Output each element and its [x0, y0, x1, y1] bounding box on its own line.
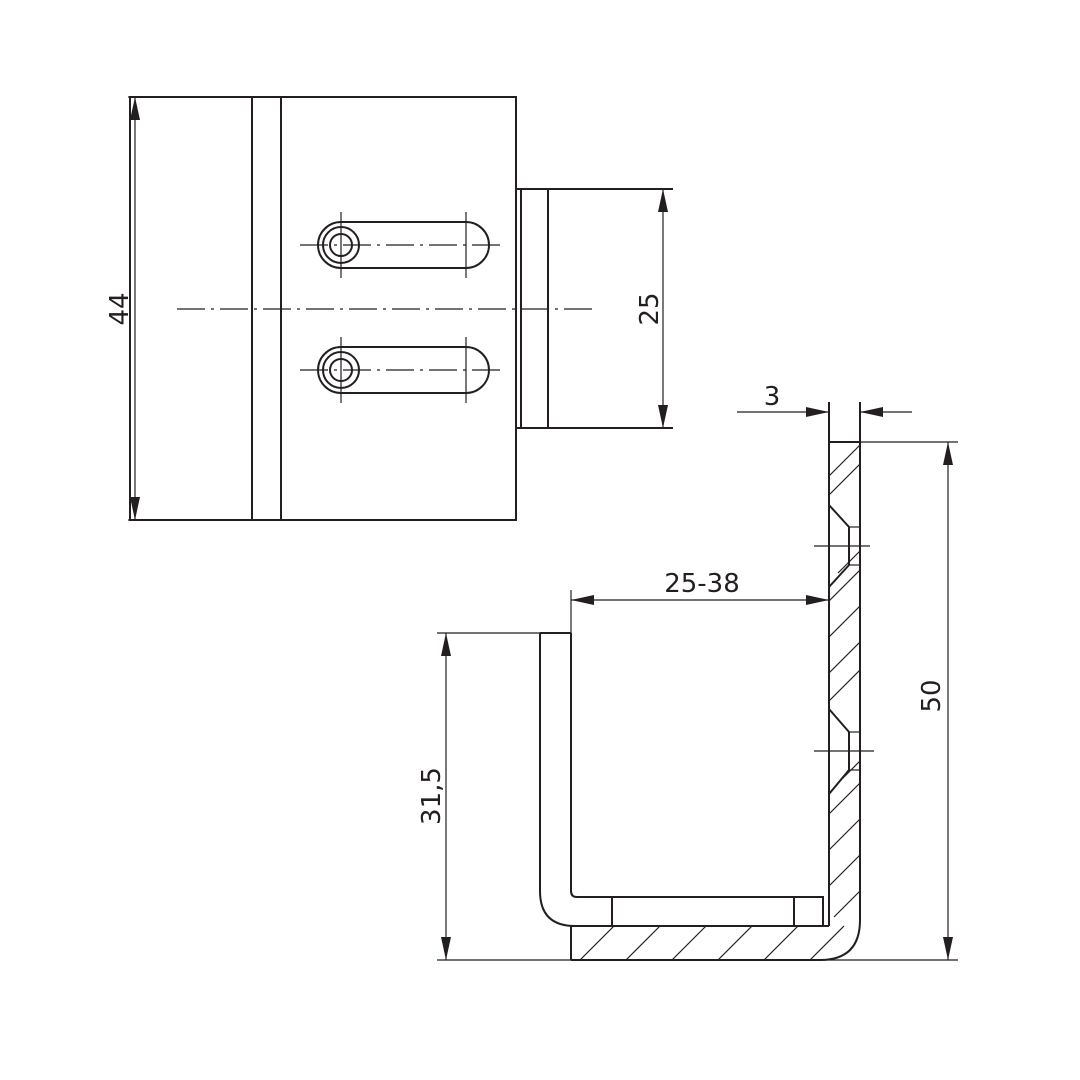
dim-25-38-label: 25-38: [664, 569, 740, 599]
j-clamp-outline: [539, 633, 824, 927]
front-plate-outline: [129, 96, 517, 521]
dim-50-arrow-top: [943, 442, 953, 465]
lower-slot: [300, 337, 500, 403]
dim-height-side: 50: [820, 441, 958, 961]
dim-44-label: 44: [105, 292, 135, 325]
dim-44-arrow-top: [130, 97, 140, 120]
dim-3-arrow-left: [806, 407, 829, 417]
dim-31-5-label: 31,5: [417, 767, 447, 825]
dim-50-label: 50: [917, 679, 947, 712]
dim-25-arrow-bottom: [658, 405, 668, 428]
dim-3-arrow-right: [860, 407, 883, 417]
dim-25-38-arrow-right: [806, 595, 829, 605]
base-hatching: [579, 925, 845, 961]
side-section-view: 3 50 25-38 31,5: [417, 382, 958, 961]
wall-hatching: [828, 444, 861, 918]
dim-inner-height: 31,5: [417, 632, 571, 961]
dim-44-arrow-bottom: [130, 497, 140, 520]
dim-3-label: 3: [764, 382, 781, 412]
dim-25-label: 25: [635, 292, 665, 325]
dim-clamp-range: 25-38: [570, 569, 829, 633]
dim-31-5-arrow-top: [441, 633, 451, 656]
upper-slot: [300, 212, 500, 278]
dim-hole-spacing: 25: [635, 189, 668, 428]
dim-wall-thickness: 3: [737, 382, 912, 442]
dim-31-5-arrow-bottom: [441, 937, 451, 960]
dim-height-front: 44: [105, 96, 140, 521]
dim-50-arrow-bottom: [943, 937, 953, 960]
front-view: 44 25: [105, 96, 673, 521]
dim-25-arrow-top: [658, 189, 668, 212]
dim-25-38-arrow-left: [571, 595, 594, 605]
